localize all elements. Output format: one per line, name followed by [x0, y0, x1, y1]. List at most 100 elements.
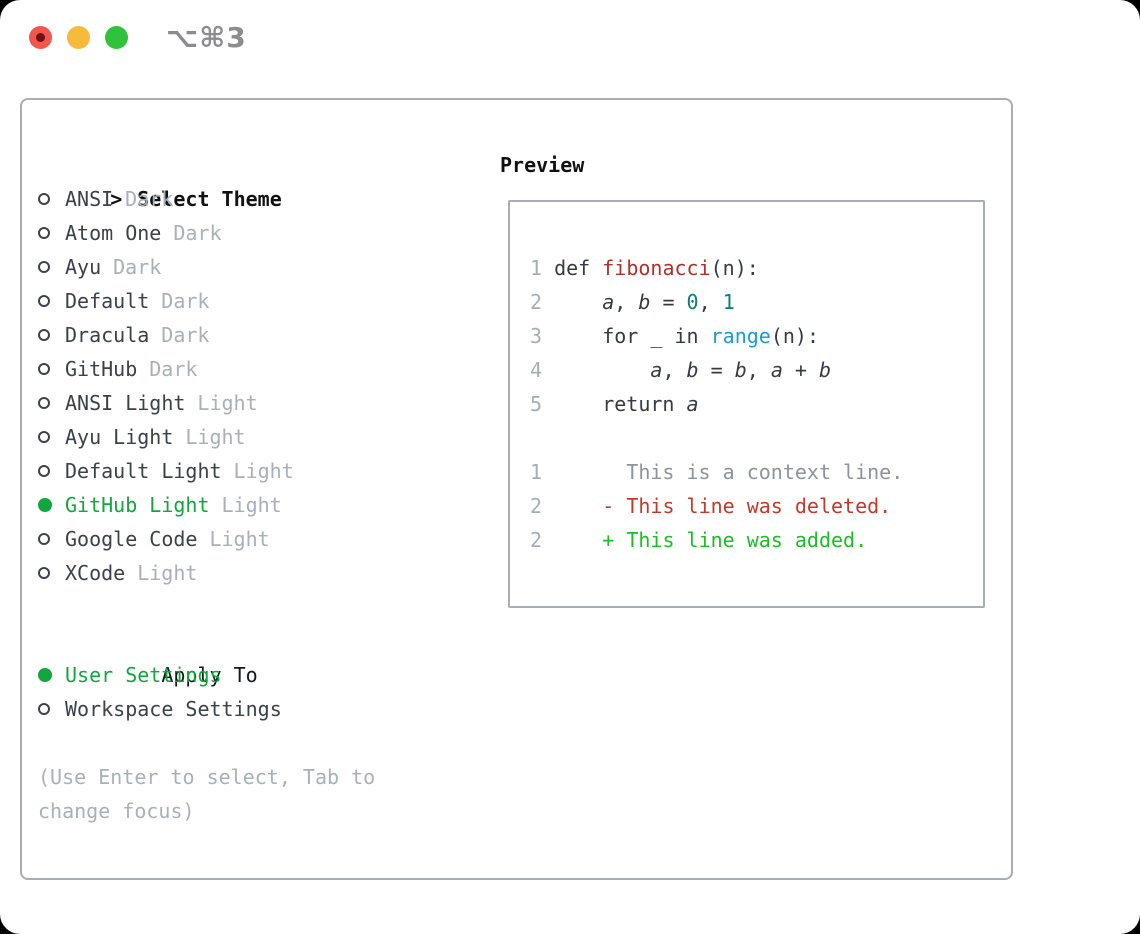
- apply-to-option-label: Workspace Settings: [65, 697, 282, 721]
- theme-option[interactable]: Default Light Light: [38, 454, 375, 488]
- line-number: 1: [530, 460, 543, 484]
- code-line: 1 def fibonacci(n):: [530, 251, 983, 285]
- code-token-function: fibonacci: [602, 256, 711, 280]
- code-line: 2 - This line was deleted.: [530, 489, 983, 523]
- zoom-button[interactable]: [105, 26, 128, 49]
- code-token-added: + This line was added.: [602, 528, 868, 552]
- code-token-variable: a: [650, 358, 663, 382]
- theme-variant-tag: Light: [185, 425, 246, 449]
- theme-option-label: Ayu: [65, 255, 102, 279]
- code-token-code: +: [782, 358, 820, 382]
- theme-option-label: ANSI: [65, 187, 114, 211]
- line-number: 1: [530, 256, 543, 280]
- code-token-variable: b: [638, 290, 651, 314]
- code-token-code: return: [554, 392, 687, 416]
- theme-option-label: ANSI Light: [65, 391, 186, 415]
- theme-option[interactable]: XCode Light: [38, 556, 375, 590]
- code-token-code: ,: [614, 290, 639, 314]
- prompt-icon: >: [110, 187, 123, 211]
- theme-option-label: Default Light: [65, 459, 222, 483]
- code-token-variable: a: [602, 290, 615, 314]
- theme-variant-tag: Dark: [149, 357, 198, 381]
- theme-option[interactable]: Ayu Dark: [38, 250, 375, 284]
- apply-to-title: Apply To: [161, 663, 258, 687]
- code-token-code: ,: [698, 290, 723, 314]
- code-token-code: [554, 494, 602, 518]
- theme-variant-tag: Light: [209, 527, 270, 551]
- code-token-context: This is a context line.: [554, 460, 904, 484]
- radio-icon: [38, 227, 50, 239]
- line-number: 2: [530, 494, 543, 518]
- theme-variant-tag: Dark: [113, 255, 162, 279]
- apply-to-option-selected[interactable]: User Settings: [38, 658, 375, 692]
- code-line: 1 This is a context line.: [530, 455, 983, 489]
- theme-option-label: XCode: [65, 561, 126, 585]
- theme-option[interactable]: ANSI Light Light: [38, 386, 375, 420]
- hint-text: (Use Enter to select, Tab to change focu…: [38, 760, 375, 828]
- apply-to-header: Apply To: [38, 624, 375, 687]
- code-token-number: 0: [686, 290, 699, 314]
- theme-option[interactable]: Default Dark: [38, 284, 375, 318]
- code-token-variable: b: [686, 358, 699, 382]
- code-token-variable: a: [686, 392, 699, 416]
- radio-icon: [38, 397, 50, 409]
- radio-icon: [38, 567, 50, 579]
- radio-icon: [38, 703, 50, 715]
- theme-option[interactable]: GitHub Dark: [38, 352, 375, 386]
- theme-option-label: GitHub: [65, 357, 138, 381]
- apply-to-option[interactable]: Workspace Settings: [38, 692, 375, 726]
- code-token-variable: a: [770, 358, 783, 382]
- theme-variant-tag: Dark: [173, 221, 222, 245]
- code-line: 2 + This line was added.: [530, 523, 983, 557]
- theme-option-label: Default: [65, 289, 150, 313]
- theme-variant-tag: Light: [233, 459, 294, 483]
- code-token-code: for _ in: [554, 324, 711, 348]
- line-number: 4: [530, 358, 543, 382]
- code-token-code: ,: [662, 358, 687, 382]
- theme-variant-tag: Dark: [125, 187, 174, 211]
- radio-icon: [38, 329, 50, 341]
- theme-variant-tag: Dark: [161, 289, 210, 313]
- theme-option-label: Ayu Light: [65, 425, 174, 449]
- code-token-builtin: range: [710, 324, 771, 348]
- code-token-code: [554, 290, 602, 314]
- minimize-button[interactable]: [67, 26, 90, 49]
- code-token-code: =: [698, 358, 735, 382]
- code-token-code: def: [554, 256, 603, 280]
- theme-option-label: Dracula: [65, 323, 150, 347]
- close-dot-icon: [36, 33, 45, 42]
- line-number: 5: [530, 392, 543, 416]
- code-token-code: (n):: [770, 324, 819, 348]
- code-token-code: (n):: [710, 256, 759, 280]
- code-token-code: =: [650, 290, 687, 314]
- code-token-code: [554, 358, 650, 382]
- radio-icon: [38, 465, 50, 477]
- preview-title: Preview: [500, 153, 585, 177]
- theme-variant-tag: Light: [137, 561, 198, 585]
- line-number: 2: [530, 528, 543, 552]
- code-token-deleted: - This line was deleted.: [602, 494, 892, 518]
- theme-option[interactable]: Ayu Light Light: [38, 420, 375, 454]
- radio-icon: [38, 533, 50, 545]
- theme-variant-tag: Light: [197, 391, 258, 415]
- apply-to-option-label: User Settings: [65, 663, 222, 687]
- theme-option[interactable]: ANSI Dark: [38, 182, 375, 216]
- code-line: 2 a, b = 0, 1: [530, 285, 983, 319]
- close-button[interactable]: [29, 26, 52, 49]
- radio-icon: [38, 363, 50, 375]
- code-line: 3 for _ in range(n):: [530, 319, 983, 353]
- code-line: [530, 421, 983, 455]
- selected-radio-icon: [38, 498, 52, 512]
- theme-picker-title: Select Theme: [137, 187, 282, 211]
- radio-icon: [38, 193, 50, 205]
- code-token-variable: b: [734, 358, 747, 382]
- line-number: 3: [530, 324, 543, 348]
